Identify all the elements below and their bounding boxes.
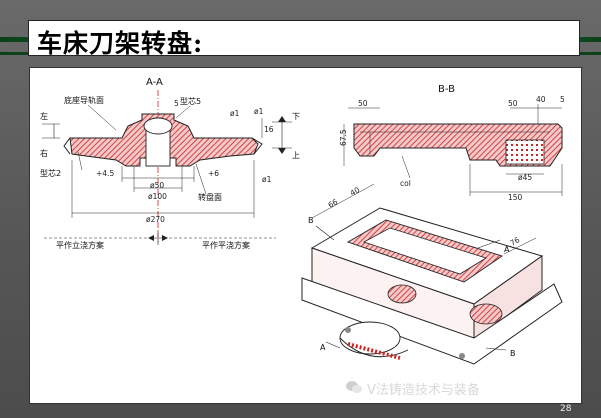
iso-label-a-bottom: A bbox=[320, 343, 326, 352]
iso-label-b-top: B bbox=[308, 216, 314, 225]
dim-5-aa: 5 bbox=[174, 99, 179, 108]
dim-d270: ø270 bbox=[146, 215, 165, 224]
section-aa-drawing bbox=[42, 90, 292, 245]
dim-plus6: +6 bbox=[208, 169, 219, 178]
label-turn-face: 转盘面 bbox=[198, 192, 222, 202]
label-plan-horizontal: 平作平浇方案 bbox=[202, 240, 250, 250]
iso-label-b-bottom: B bbox=[510, 349, 516, 358]
iso-dim-66: 66 bbox=[327, 197, 340, 210]
engineering-drawing: A-A bbox=[29, 67, 582, 404]
wechat-icon bbox=[346, 381, 362, 393]
iso-dim-76: 76 bbox=[509, 235, 522, 248]
dim-phi1-top: ø1 bbox=[254, 107, 264, 116]
dim-d100: ø100 bbox=[148, 192, 167, 201]
slide-title: 车床刀架转盘: bbox=[37, 29, 204, 58]
dim-50-bb-left: 50 bbox=[358, 99, 368, 108]
iso-dim-40: 40 bbox=[349, 185, 362, 198]
section-bb-title: B-B bbox=[438, 84, 455, 95]
dim-150: 150 bbox=[508, 193, 523, 202]
dim-d45: ø45 bbox=[518, 173, 532, 182]
dim-50-bb-right: 50 bbox=[508, 99, 518, 108]
dim-plus45: +4.5 bbox=[96, 169, 114, 178]
page-number: 28 bbox=[560, 404, 572, 414]
dim-675: 67.5 bbox=[339, 129, 348, 146]
dim-col: col bbox=[400, 179, 411, 188]
label-up: 上 bbox=[292, 151, 300, 160]
title-box: 车床刀架转盘: bbox=[28, 20, 580, 58]
iso-label-a-top: A bbox=[504, 245, 510, 254]
iso-view-drawing bbox=[301, 183, 563, 365]
dim-40-bb: 40 bbox=[536, 95, 546, 104]
dim-16: 16 bbox=[264, 125, 274, 134]
label-down: 下 bbox=[292, 112, 300, 121]
dim-d50: ø50 bbox=[150, 181, 164, 190]
label-right: 右 bbox=[40, 148, 48, 158]
label-core5: 型芯5 bbox=[180, 96, 201, 106]
dim-5-bb: 5 bbox=[560, 95, 565, 104]
label-rail-face: 底座导轨面 bbox=[64, 95, 104, 105]
section-bb-drawing bbox=[343, 104, 563, 196]
label-core2: 型芯2 bbox=[40, 168, 61, 178]
label-plan-vertical: 平作立浇方案 bbox=[56, 240, 104, 250]
section-aa-title: A-A bbox=[146, 77, 163, 88]
drawing-canvas: A-A bbox=[40, 77, 565, 365]
watermark-text: V法铸造技术与装备 bbox=[367, 383, 480, 398]
dim-phi1-mid: ø1 bbox=[230, 109, 240, 118]
dim-phi1-bottom: ø1 bbox=[262, 175, 272, 184]
label-left: 左 bbox=[40, 111, 48, 121]
